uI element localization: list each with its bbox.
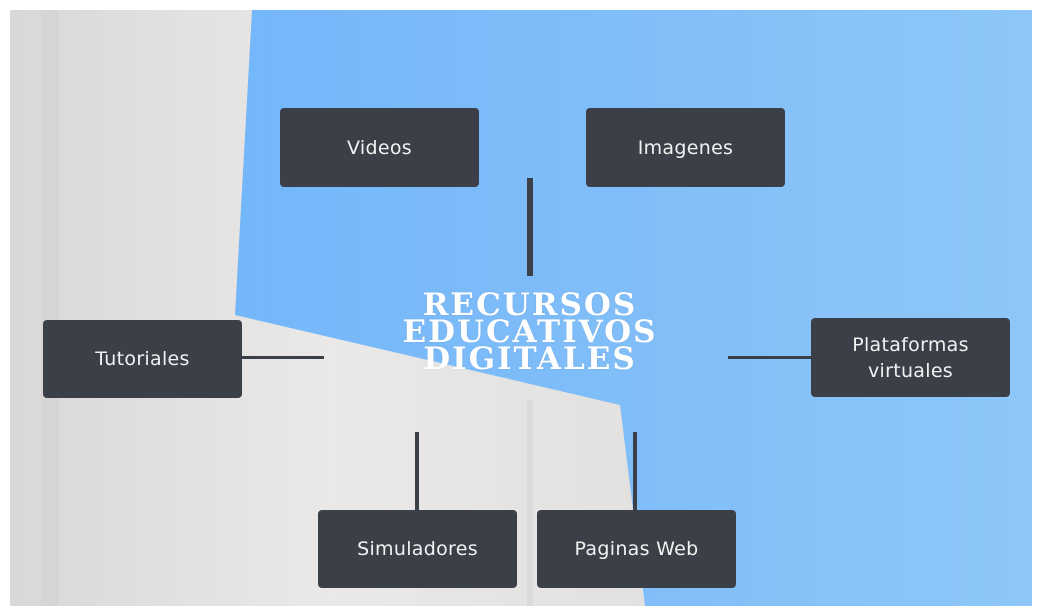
node-label: Simuladores <box>357 538 478 560</box>
background-photo <box>10 10 1032 606</box>
node-videos: Videos <box>280 108 479 187</box>
connector-videos-imagenes <box>527 178 533 276</box>
center-title-line: DIGITALES <box>423 341 637 377</box>
node-label: Tutoriales <box>95 348 190 370</box>
node-imagenes: Imagenes <box>586 108 785 187</box>
center-title-line: EDUCATIVOS <box>402 314 658 350</box>
center-title: RECURSOS EDUCATIVOS DIGITALES <box>310 287 750 377</box>
node-paginas-web: Paginas Web <box>537 510 736 588</box>
connector-paginas-web <box>633 432 637 530</box>
node-label: Paginas Web <box>574 538 699 560</box>
connector-plataformas <box>728 356 812 359</box>
mind-map-canvas: Videos Imagenes Tutoriales Plataformas v… <box>10 10 1032 606</box>
connector-tutoriales <box>242 356 324 359</box>
node-label: Imagenes <box>637 136 734 159</box>
node-plataformas-virtuales: Plataformas virtuales <box>811 318 1010 397</box>
connector-simuladores <box>415 432 419 530</box>
node-tutoriales: Tutoriales <box>43 320 242 398</box>
wall-area <box>10 10 645 606</box>
node-label: Videos <box>347 136 412 159</box>
center-title-line: RECURSOS <box>422 287 638 323</box>
node-simuladores: Simuladores <box>318 510 517 588</box>
node-label: Plataformas virtuales <box>852 333 969 382</box>
